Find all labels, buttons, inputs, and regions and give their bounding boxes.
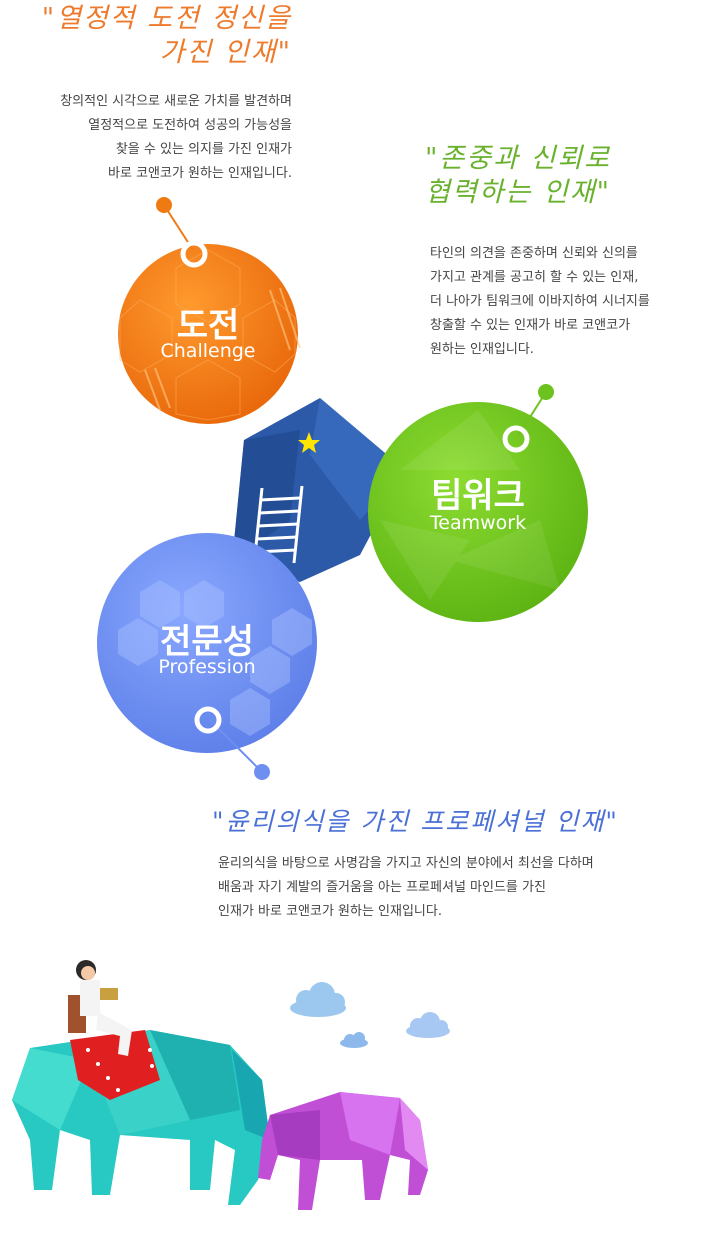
cloud-icon bbox=[290, 982, 346, 1017]
teamwork-body-line: 원하는 인재입니다. bbox=[430, 342, 534, 357]
teamwork-body-line: 창출할 수 있는 인재가 바로 코앤코가 bbox=[430, 318, 631, 333]
elephant-illustration bbox=[258, 1092, 428, 1210]
challenge-label: 도전 Challenge bbox=[118, 298, 298, 378]
challenge-heading-line1: "열정적 도전 정신을 bbox=[41, 3, 292, 34]
teamwork-body-line: 타인의 의견을 존중하며 신뢰와 신의를 bbox=[430, 246, 638, 261]
challenge-title-eng: Challenge bbox=[160, 340, 256, 362]
challenge-circle bbox=[118, 244, 298, 424]
challenge-body-line: 창의적인 시각으로 새로운 가치를 발견하며 bbox=[60, 94, 292, 109]
challenge-heading: "열정적 도전 정신을 가진 인재" bbox=[30, 2, 292, 70]
teamwork-heading: "존중과 신뢰로 협력하는 인재" bbox=[425, 142, 665, 210]
profession-title-kor: 전문성 bbox=[160, 622, 254, 662]
challenge-pin bbox=[156, 197, 208, 268]
challenge-body-line: 바로 코앤코가 원하는 인재입니다. bbox=[108, 166, 292, 181]
profession-body-line: 윤리의식을 바탕으로 사명감을 가지고 자신의 분야에서 최선을 다하며 bbox=[218, 856, 594, 871]
challenge-body-line: 열정적으로 도전하여 성공의 가능성을 bbox=[88, 118, 292, 133]
teamwork-heading-line1: "존중과 신뢰로 bbox=[425, 143, 612, 174]
profession-circle bbox=[97, 533, 317, 753]
teamwork-title-eng: Teamwork bbox=[429, 512, 527, 534]
target-ring-icon bbox=[180, 240, 208, 268]
profession-heading: "윤리의식을 가진 프로페셔널 인재" bbox=[212, 807, 619, 836]
elephant-illustration bbox=[12, 960, 270, 1205]
teamwork-body: 타인의 의견을 존중하며 신뢰와 신의를 가지고 관계를 공고히 할 수 있는 … bbox=[430, 242, 650, 362]
challenge-heading-line2: 가진 인재" bbox=[159, 36, 292, 68]
teamwork-circle bbox=[368, 402, 588, 622]
profession-body-line: 인재가 바로 코앤코가 원하는 인재입니다. bbox=[218, 904, 442, 919]
profession-body: 윤리의식을 바탕으로 사명감을 가지고 자신의 분야에서 최선을 다하며 배움과… bbox=[218, 852, 594, 924]
profession-label: 전문성 Profession bbox=[97, 614, 317, 694]
target-ring-icon bbox=[194, 706, 222, 734]
teamwork-title-kor: 팀워크 bbox=[431, 476, 525, 516]
profession-body-line: 배움과 자기 계발의 즐거움을 아는 프로페셔널 마인드를 가진 bbox=[218, 880, 546, 895]
challenge-title-kor: 도전 bbox=[176, 306, 240, 346]
cloud-icon bbox=[340, 1032, 368, 1048]
teamwork-heading-line2: 협력하는 인재" bbox=[425, 176, 612, 208]
profession-title-eng: Profession bbox=[158, 656, 256, 678]
teamwork-pin bbox=[502, 384, 554, 453]
cloud-icon bbox=[406, 1012, 450, 1038]
teamwork-body-line: 더 나아가 팀워크에 이바지하여 시너지를 bbox=[430, 294, 650, 309]
target-ring-icon bbox=[502, 425, 530, 453]
challenge-body-line: 찾을 수 있는 의지를 가진 인재가 bbox=[115, 142, 292, 157]
star-icon bbox=[298, 432, 320, 453]
challenge-body: 창의적인 시각으로 새로운 가치를 발견하며 열정적으로 도전하여 성공의 가능… bbox=[60, 90, 292, 186]
profession-pin bbox=[194, 706, 270, 780]
teamwork-body-line: 가지고 관계를 공고히 할 수 있는 인재, bbox=[430, 270, 639, 285]
teamwork-label: 팀워크 Teamwork bbox=[368, 468, 588, 548]
